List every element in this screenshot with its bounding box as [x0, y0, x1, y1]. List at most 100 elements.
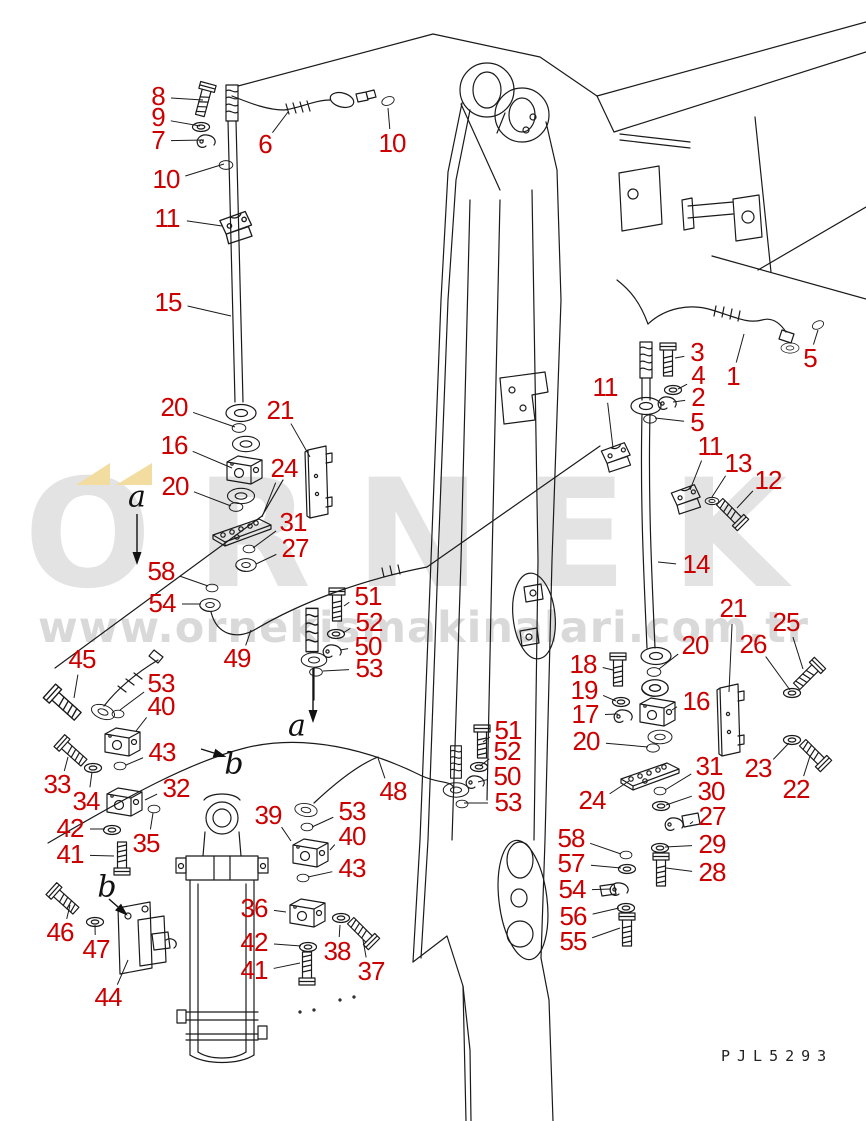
clamp-11-left: [218, 210, 255, 246]
washer-9: [191, 121, 211, 133]
bolt-8: [191, 80, 217, 119]
washer-38: [331, 912, 351, 924]
flange-51-right: [442, 782, 470, 798]
clamp-27-tag: [681, 812, 701, 828]
bolt-25: [790, 656, 827, 693]
clamp-11-right: [670, 483, 703, 516]
washer-56: [616, 902, 636, 914]
flange-15-bottom: [225, 403, 257, 423]
fitting-14-neck: [641, 377, 651, 401]
hose-1-flange: [780, 342, 800, 354]
hose-6: [231, 95, 331, 115]
washer-34: [83, 762, 103, 774]
watermark-url: www.ornekismakinalari.com.tr: [38, 603, 809, 653]
clamp-7: [196, 134, 216, 148]
washer-26: [782, 687, 802, 699]
hose-45-fitting: [148, 649, 164, 664]
block-16-right: [639, 697, 676, 727]
flange-14-top: [630, 396, 662, 416]
plug-10-right: [380, 94, 396, 108]
fitting-15-top: [225, 84, 239, 122]
washer-13: [704, 496, 720, 506]
oring-20b: [228, 502, 244, 512]
flange-16r-bottom: [647, 729, 673, 745]
washer-30: [651, 800, 671, 812]
washer-29: [650, 842, 670, 854]
oring-35: [147, 804, 161, 814]
tube-15: [227, 120, 244, 403]
bracket-44: [117, 901, 167, 975]
hose-49: [210, 445, 601, 636]
fitting-14-top: [639, 341, 653, 379]
oring-10: [218, 160, 234, 170]
washer-52-right: [469, 761, 489, 773]
arm-assembly: [412, 62, 562, 1121]
oring-20a: [231, 423, 247, 433]
clamp-27-right: [664, 817, 684, 831]
oring-31-right: [653, 786, 667, 796]
bolt-45: [42, 683, 85, 724]
fitting-49-drop: [305, 607, 319, 653]
plug-43-left: [113, 761, 127, 771]
grommet-27-left: [235, 558, 257, 572]
hose-49-group: [210, 445, 601, 701]
bolt-41-right: [298, 951, 316, 986]
bolt-51-center: [328, 587, 346, 622]
hose-39: [313, 756, 379, 804]
clamp-11-mid: [600, 441, 633, 474]
block-40-right: [292, 838, 329, 868]
plate-24-right: [620, 762, 680, 791]
flange-49: [300, 652, 328, 668]
hose-6-banjo: [329, 91, 355, 109]
oring-20c: [646, 667, 662, 677]
oring-20d: [646, 743, 660, 753]
cover-plate-21-right: [716, 683, 745, 757]
plate-24-left: [212, 518, 272, 547]
washer-42-right: [298, 941, 318, 953]
clamp-50-right: [465, 775, 485, 789]
oring-58-right: [619, 850, 633, 860]
bolt-33: [53, 734, 90, 770]
block-40-left: [104, 727, 141, 757]
hose-49-ribs: [381, 564, 401, 578]
document-code: PJL5293: [721, 1047, 834, 1065]
flange-16-bottom: [226, 487, 256, 505]
clamp-54-tag: [599, 883, 617, 897]
tube-14: [640, 413, 656, 649]
washer-52-center: [326, 628, 346, 640]
hose-1-tail: [616, 279, 649, 325]
washer-4: [663, 384, 683, 396]
hydraulic-cylinder: [175, 793, 269, 1064]
bolt-3: [659, 342, 677, 377]
oring-53-center: [309, 667, 323, 677]
washer-23: [782, 734, 802, 746]
plug-43-right: [296, 873, 310, 883]
oring-58-left: [205, 583, 219, 593]
hose-48-group: [47, 741, 455, 1014]
block-16-left: [226, 455, 263, 485]
hose-48: [47, 741, 455, 844]
watermark-triangles: [76, 463, 152, 485]
oring-53-left: [111, 709, 125, 719]
oring-53-39: [300, 822, 314, 832]
oring-53-right: [455, 799, 469, 809]
flange-14-bottom: [640, 646, 672, 666]
left-valve-group: [42, 649, 164, 876]
clamp-50-center: [322, 644, 342, 658]
bolt-18: [609, 652, 627, 687]
fitting-51-drop: [450, 745, 462, 779]
plug-5-right: [810, 318, 826, 332]
flange-39: [293, 801, 319, 819]
watermark-triangle-right: [116, 463, 152, 485]
bolt-28: [652, 852, 670, 887]
flange-16-top: [231, 435, 261, 453]
hose-1-elbow: [778, 329, 795, 344]
hose-1: [647, 305, 787, 333]
bracket-44-group: [45, 882, 177, 975]
fitting-51-right-group: [442, 724, 491, 809]
pipe-14-group: [599, 279, 833, 947]
block-36: [289, 898, 326, 928]
bracket-44-block: [151, 931, 177, 951]
